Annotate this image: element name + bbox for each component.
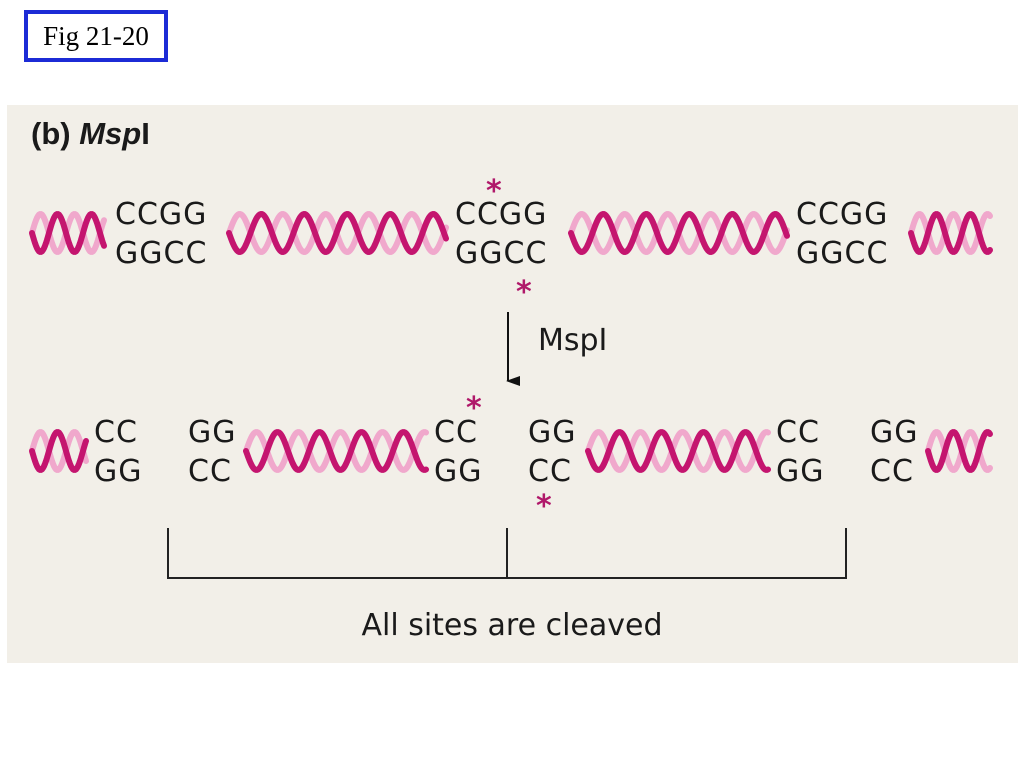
methylation-asterisk: * <box>516 275 532 310</box>
dna-helix-segment <box>29 211 107 255</box>
dna-helix-segment <box>925 429 993 473</box>
dna-helix-segment <box>29 429 89 473</box>
uncut-site-2: CCGG GGCC <box>455 197 547 271</box>
panel-title: (b) MspI <box>31 116 150 152</box>
fragment-end-bottom: CC <box>528 454 572 489</box>
dna-helix-segment <box>226 210 449 256</box>
fragment-end-top: GG <box>870 415 919 450</box>
fragment-end-bottom: GG <box>94 454 143 489</box>
fragment-bracket <box>167 528 847 579</box>
dna-strand-dark <box>925 429 993 473</box>
methylation-asterisk: * <box>486 174 502 209</box>
fragment-end-bottom: CC <box>188 454 232 489</box>
dna-strand-light <box>29 211 107 255</box>
site-bottom-strand: GGCC <box>455 236 547 271</box>
uncut-site-1: CCGG GGCC <box>115 197 207 271</box>
dna-strand-dark <box>29 429 89 473</box>
uncut-dna-row <box>29 210 993 256</box>
dna-strand-dark <box>243 429 429 473</box>
site-top-strand: CCGG <box>455 197 547 232</box>
uncut-site-3: CCGG GGCC <box>796 197 888 271</box>
dna-strand-light <box>908 211 993 255</box>
panel-title-enzyme-suffix: I <box>141 116 150 151</box>
dna-strand-light <box>585 429 771 473</box>
site-top-strand: CCGG <box>796 197 888 232</box>
fragment-end-top: CC <box>776 415 820 450</box>
fragment-end-top: GG <box>528 415 577 450</box>
panel-title-prefix: (b) <box>31 116 80 151</box>
panel-title-enzyme: Msp <box>79 116 142 151</box>
dna-helix-segment <box>908 211 993 255</box>
dna-strand-dark <box>908 211 993 255</box>
methylation-asterisk: * <box>466 391 482 426</box>
dna-strand-dark <box>29 211 107 255</box>
dna-helix-segment <box>585 429 771 473</box>
fragment-end-bottom: CC <box>870 454 914 489</box>
fragment-end-top: GG <box>188 415 237 450</box>
site-bottom-strand: GGCC <box>115 236 207 271</box>
dna-strand-light <box>243 429 429 473</box>
dna-strand-dark <box>568 210 790 256</box>
dna-helix-segment <box>243 429 429 473</box>
site-top-strand: CCGG <box>115 197 207 232</box>
dna-helix-segment <box>568 210 790 256</box>
dna-strand-dark <box>585 429 771 473</box>
figure-label: Fig 21-20 <box>24 10 168 62</box>
dna-strand-light <box>29 429 89 473</box>
fragment-end-bottom: GG <box>434 454 483 489</box>
caption: All sites are cleaved <box>361 608 662 643</box>
fragment-end-bottom: GG <box>776 454 825 489</box>
fragment-end-top: CC <box>434 415 478 450</box>
enzyme-label: MspI <box>538 323 607 358</box>
fragment-end-top: CC <box>94 415 138 450</box>
site-bottom-strand: GGCC <box>796 236 888 271</box>
cut-dna-row <box>29 429 993 473</box>
dna-strand-dark <box>226 210 449 256</box>
methylation-asterisk: * <box>536 489 552 524</box>
